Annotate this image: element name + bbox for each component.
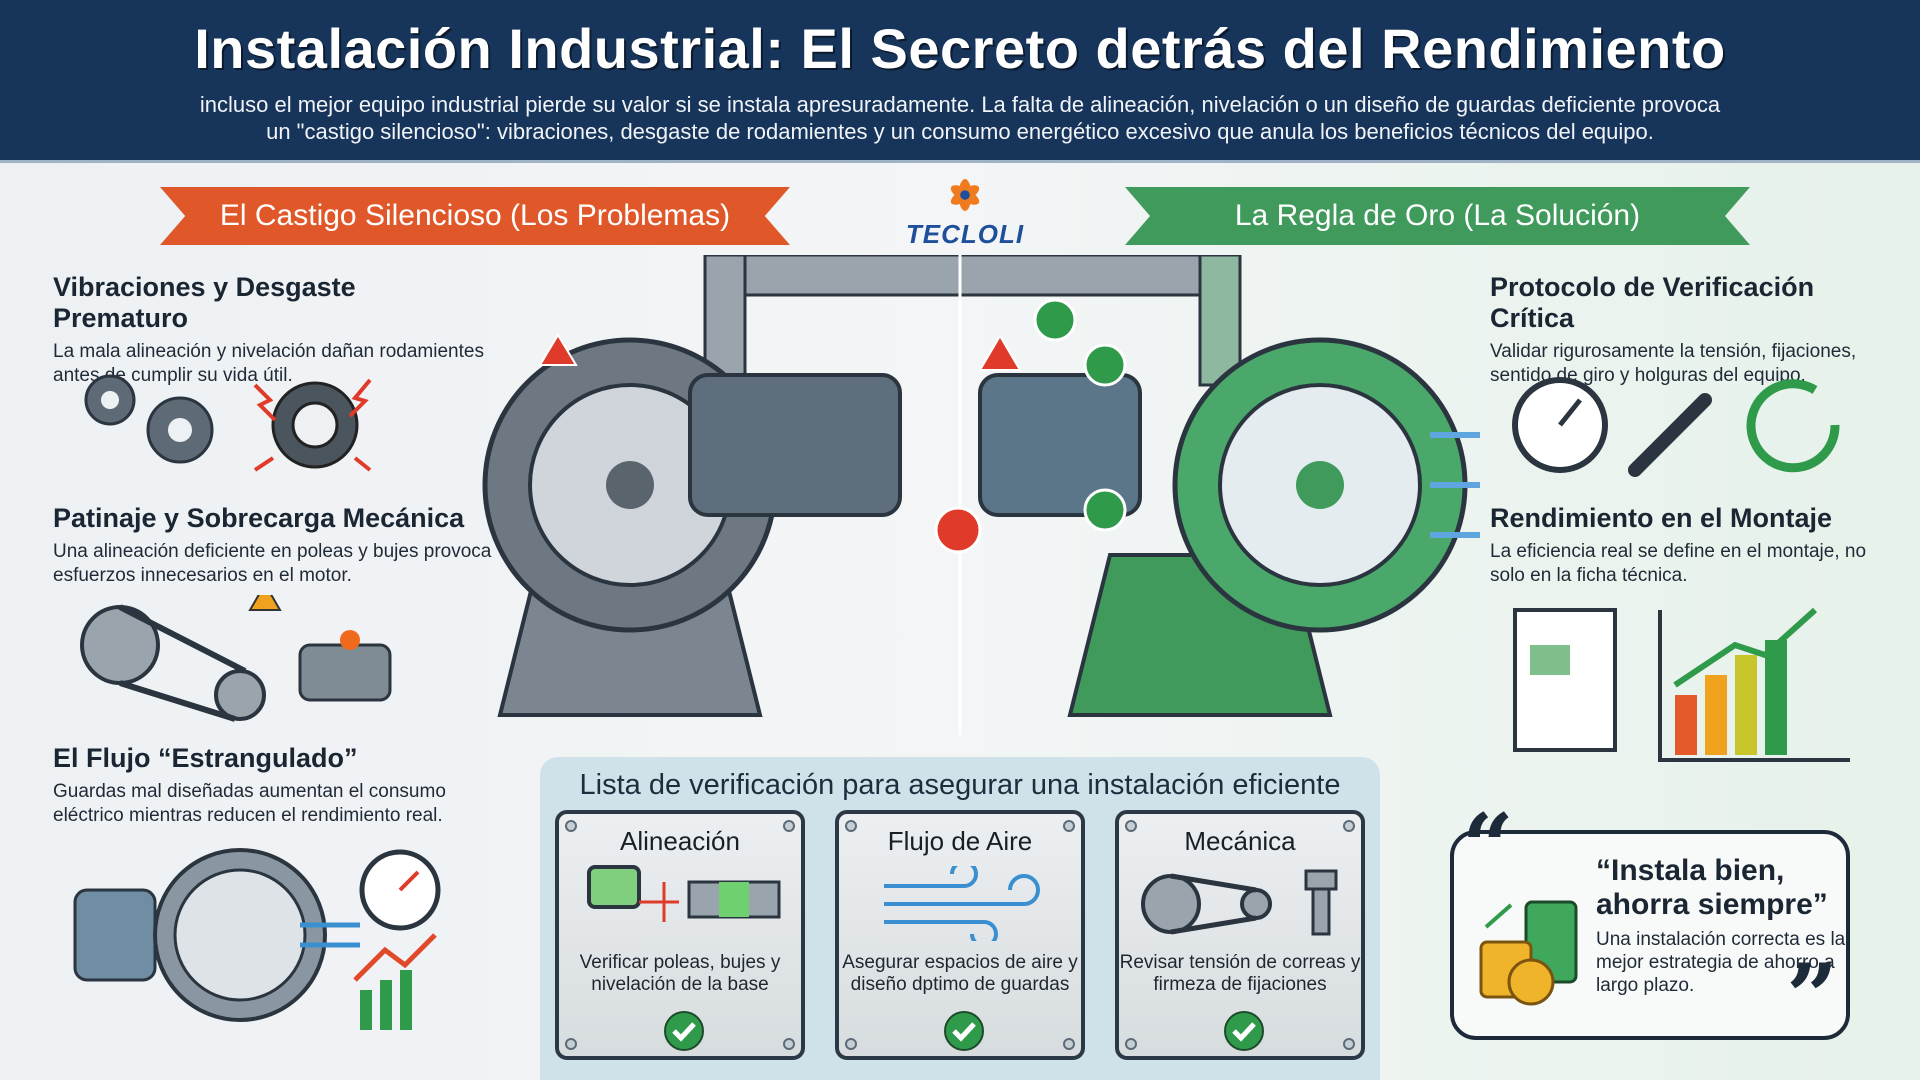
checklist-card-mechanics: Mecánica Revisar tensión de correas y fi… (1115, 810, 1365, 1060)
close-quote-icon: ” (1786, 944, 1838, 1050)
checklist-card-alignment: Alineación Verificar poleas, bujes y niv… (555, 810, 805, 1060)
card-desc: Verificar poleas, bujes y nivelación de … (579, 952, 781, 995)
section-title: Protocolo de Verificación Crítica (1490, 272, 1815, 333)
card-title: Mecánica (1184, 826, 1296, 856)
card-desc: Revisar tensión de correas y firmeza de … (1119, 952, 1361, 995)
section-title: Vibraciones y Desgaste Prematuro (53, 272, 356, 333)
logo-text: TECLOLI (905, 219, 1025, 249)
open-quote-icon: “ (1462, 794, 1514, 900)
section-desc: Guardas mal diseñadas aumentan el consum… (53, 781, 446, 826)
checklist-panel: Lista de verificación para asegurar una … (540, 757, 1380, 1080)
alignment-tool-icon (587, 865, 781, 922)
subtitle-line-1: incluso el mejor equipo industrial pierd… (199, 92, 1721, 117)
section-title: Rendimiento en el Montaje (1490, 503, 1833, 533)
card-title: Alineación (620, 826, 740, 856)
logo: TECLOLI (900, 170, 1030, 248)
solution-performance: Rendimiento en el Montaje La eficiencia … (1490, 503, 1890, 588)
wind-icon (884, 866, 1040, 941)
problem-airflow: El Flujo “Estrangulado” Guardas mal dise… (53, 743, 493, 828)
checklist-card-airflow: Flujo de Aire Asegurar espacios de aire … (835, 810, 1085, 1060)
section-title: El Flujo “Estrangulado” (53, 743, 358, 773)
machines-illustration (482, 255, 1480, 735)
section-desc: La eficiencia real se define en el monta… (1490, 541, 1867, 586)
gears-bearing-icon (84, 374, 372, 472)
solutions-banner: La Regla de Oro (La Solución) (1125, 187, 1750, 245)
card-title: Flujo de Aire (887, 826, 1033, 856)
check-icon (1224, 1011, 1264, 1051)
subtitle: incluso el mejor equipo industrial pierd… (0, 91, 1920, 145)
fan-gauge-chart-icon (73, 848, 441, 1030)
checklist-title: Lista de verificación para asegurar una … (579, 769, 1341, 801)
problem-slippage: Patinaje y Sobrecarga Mecánica Una aline… (53, 503, 493, 588)
section-title: Patinaje y Sobrecarga Mecánica (53, 503, 465, 533)
check-icon (944, 1011, 984, 1051)
logo-flower-icon (950, 179, 980, 211)
quote-box: “ “Instala bien, ahorra siempre” Una ins… (1450, 794, 1850, 1050)
quote-desc: Una instalación correcta es la mejor est… (1596, 929, 1846, 996)
page-title: Instalación Industrial: El Secreto detrá… (194, 17, 1726, 80)
coins-icon (1479, 900, 1578, 1006)
header: Instalación Industrial: El Secreto detrá… (0, 0, 1920, 163)
pulley-motor-icon (80, 595, 392, 722)
card-desc: Asegurar espacios de aire y diseño dptim… (842, 952, 1078, 995)
report-growth-chart-icon (1513, 607, 1850, 762)
quote-title: “Instala bien, ahorra siempre” (1596, 854, 1828, 921)
problems-banner: El Castigo Silencioso (Los Problemas) (160, 187, 790, 245)
section-desc: Una alineación deficiente en poleas y bu… (53, 541, 492, 586)
gauge-wrench-refresh-icon (1512, 377, 1840, 477)
subtitle-line-2: un "castigo silencioso": vibraciones, de… (266, 119, 1654, 144)
check-icon (664, 1011, 704, 1051)
belt-bolt-icon (1141, 869, 1338, 936)
